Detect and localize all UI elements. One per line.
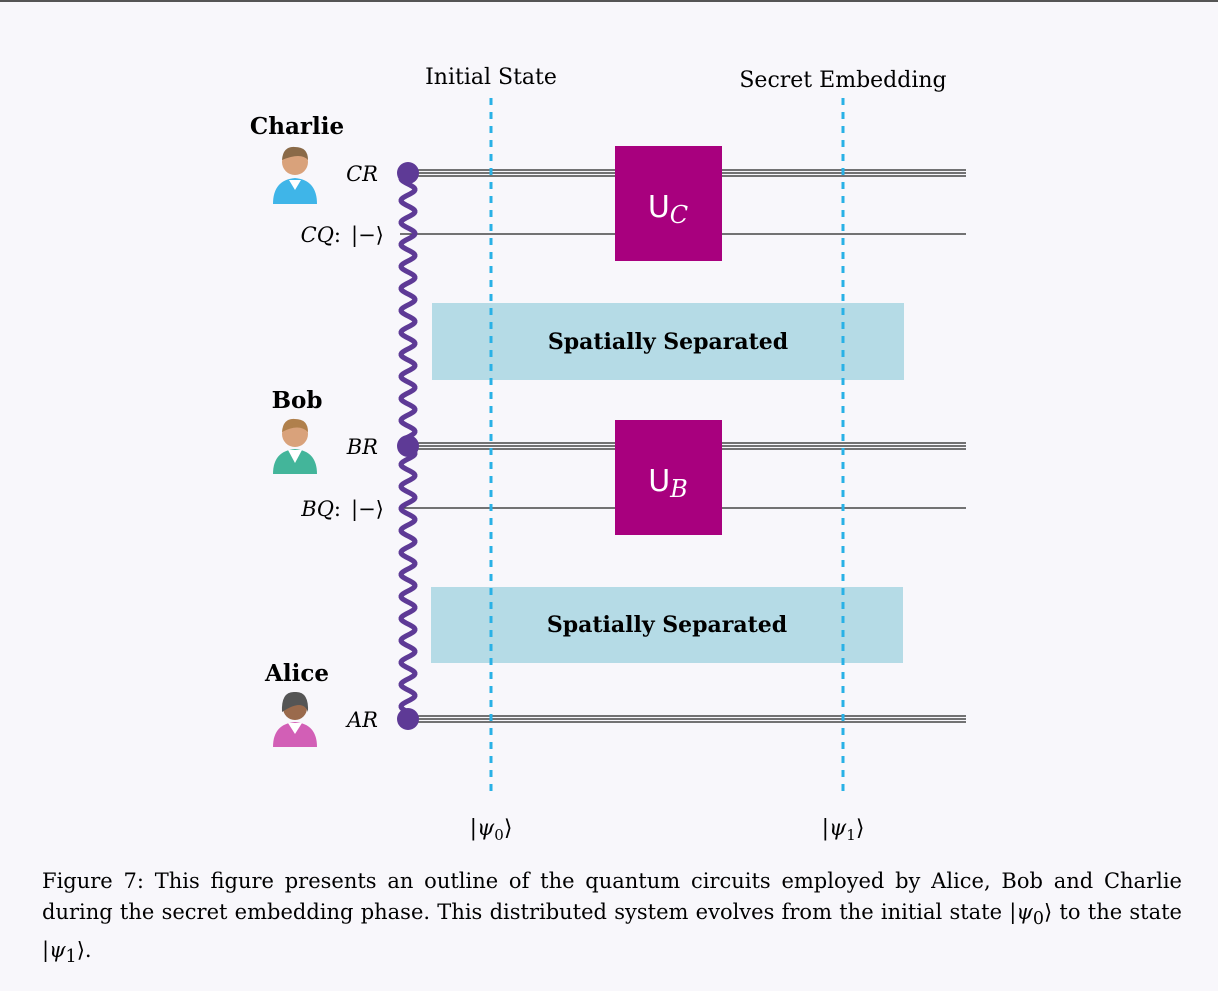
caption-state-0: |ψ0⟩ [1009, 900, 1053, 930]
register-label-ar: AR [345, 708, 378, 732]
caption-text-3: . [84, 938, 92, 963]
secret-embedding-label: Secret Embedding [739, 68, 946, 93]
party-name-bob: Bob [272, 387, 323, 414]
separator-1: Spatially Separated [432, 303, 904, 380]
caption-text-2: to the state [1052, 900, 1182, 924]
register-label-br: BR [346, 435, 378, 459]
user-avatar-green-icon [273, 418, 317, 474]
svg-text:UC: UC [648, 190, 688, 229]
party-name-alice: Alice [264, 660, 329, 687]
separator-label: Spatially Separated [548, 329, 788, 355]
svg-text:UB: UB [648, 464, 688, 503]
entanglement-node-bob [397, 435, 419, 457]
qubit-state-bq: |−⟩ [351, 497, 384, 522]
separator-2: Spatially Separated [431, 587, 903, 663]
qubit-state-cq: |−⟩ [351, 223, 384, 248]
entanglement-node-charlie [397, 162, 419, 184]
initial-state-label: Initial State [425, 65, 557, 90]
caption-text-1: This figure presents an outline of the q… [42, 869, 1182, 924]
gate-uc: UC [615, 146, 722, 261]
state-label-psi1: |ψ1⟩ [822, 816, 865, 844]
entanglement-node-alice [397, 708, 419, 730]
separator-label: Spatially Separated [547, 612, 787, 638]
gate-ub: UB [615, 420, 722, 535]
user-avatar-blue-icon [273, 146, 317, 204]
circuit-diagram: Initial State Secret Embedding Spatially… [250, 65, 966, 844]
figure-caption: Figure 7: This figure presents an outlin… [42, 866, 1182, 973]
qubit-label-bq: BQ: [300, 497, 341, 521]
caption-state-1: |ψ1⟩ [42, 938, 85, 968]
register-label-cr: CR [346, 162, 378, 186]
caption-label: Figure 7: [42, 869, 144, 893]
state-label-psi0: |ψ0⟩ [470, 816, 513, 844]
qubit-label-cq: CQ: [301, 223, 341, 247]
wire-ar [408, 715, 966, 723]
party-name-charlie: Charlie [250, 113, 344, 140]
top-rule [0, 0, 1218, 2]
user-avatar-pink-icon [273, 691, 317, 747]
